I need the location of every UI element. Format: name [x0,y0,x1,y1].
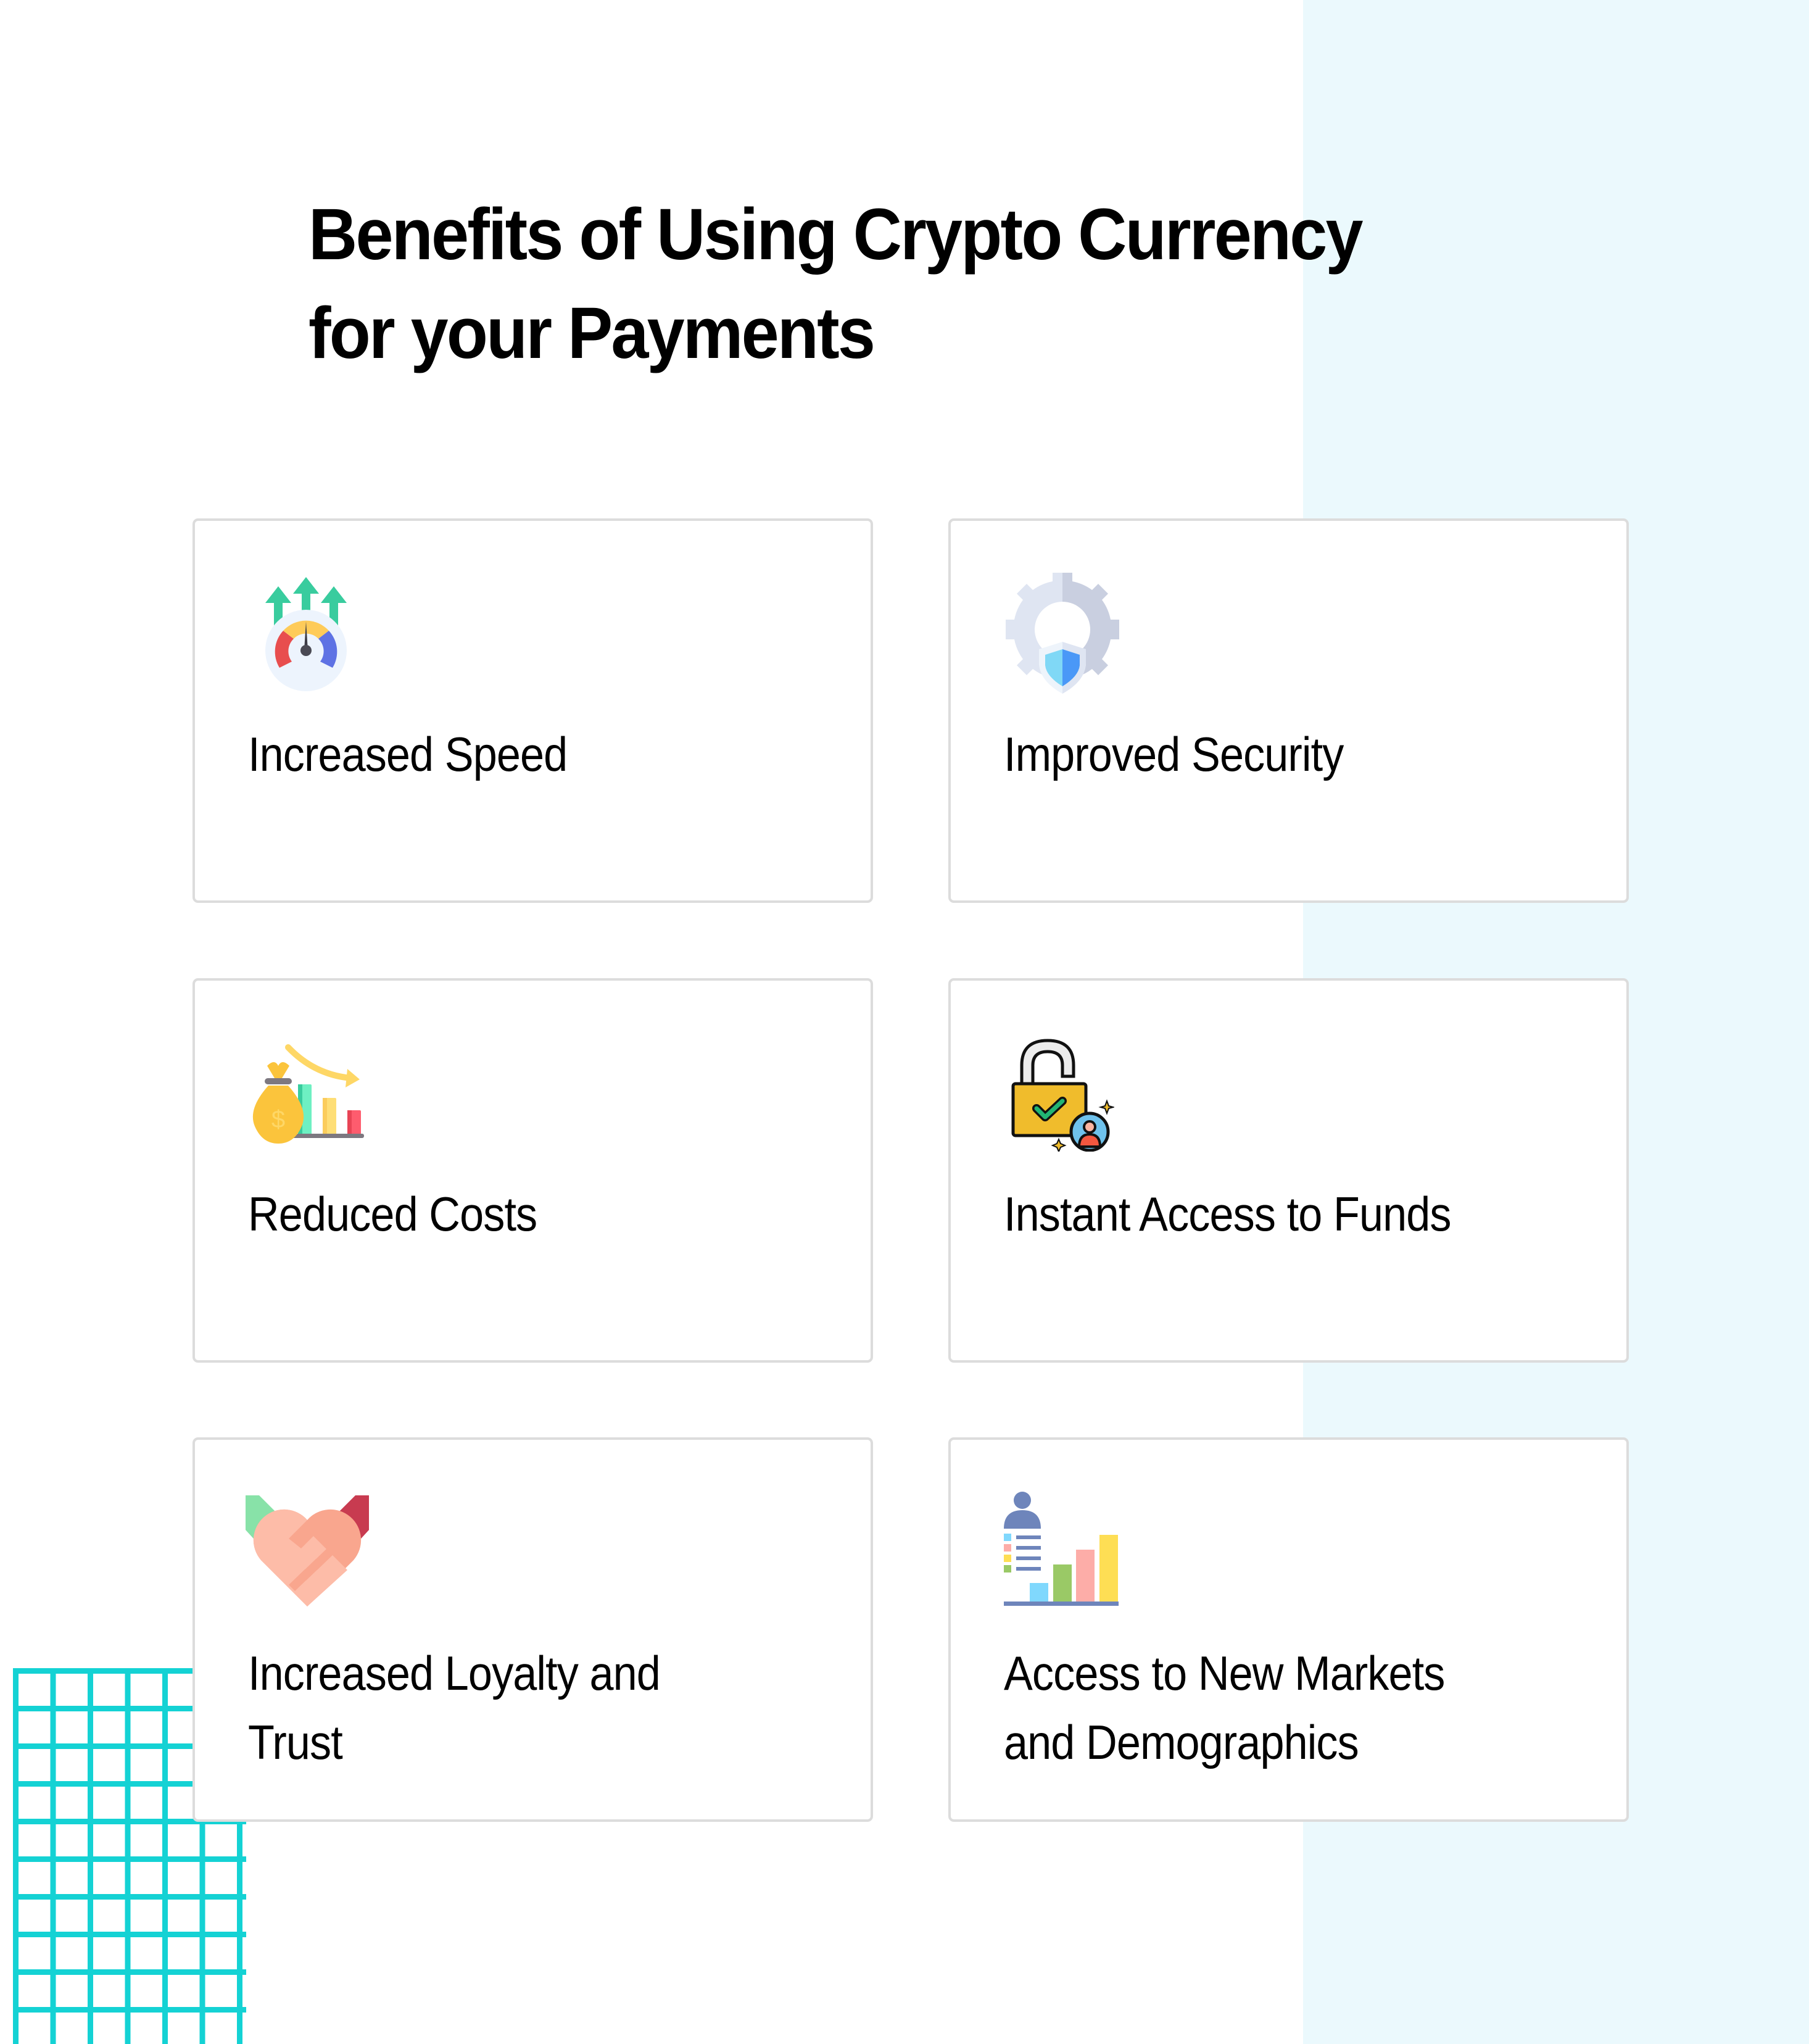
benefit-card-new-markets: Access to New Markets and Demographics [948,1437,1629,1822]
benefit-card-increased-speed: Increased Speed [192,518,873,903]
page-title-line-2: for your Payments [308,293,876,374]
page-title: Benefits of Using Crypto Currency for yo… [308,185,1428,383]
benefit-card-instant-access: Instant Access to Funds [948,978,1629,1363]
money-bag-chart-down-icon: $ [250,1041,367,1146]
benefit-card-improved-security: Improved Security [948,518,1629,903]
benefit-card-reduced-costs: $ Reduced Costs [192,978,873,1363]
benefit-label: Improved Security [1004,727,1344,781]
heart-handshake-icon [246,1495,369,1613]
demographics-bar-chart-icon [1004,1492,1121,1606]
benefit-label: Access to New Markets and Demographics [1004,1646,1445,1769]
page-title-line-1: Benefits of Using Crypto Currency [308,194,1363,275]
unlocked-padlock-user-icon [1009,1034,1114,1152]
benefit-label: Reduced Costs [248,1187,537,1241]
benefit-label: Instant Access to Funds [1004,1187,1451,1241]
benefit-label: Increased Speed [248,727,568,781]
svg-text:$: $ [271,1106,285,1133]
gear-shield-icon [1006,573,1119,694]
speedometer-arrows-icon [257,575,355,692]
benefit-label: Increased Loyalty and Trust [248,1646,661,1769]
benefit-card-loyalty-trust: Increased Loyalty and Trust [192,1437,873,1822]
